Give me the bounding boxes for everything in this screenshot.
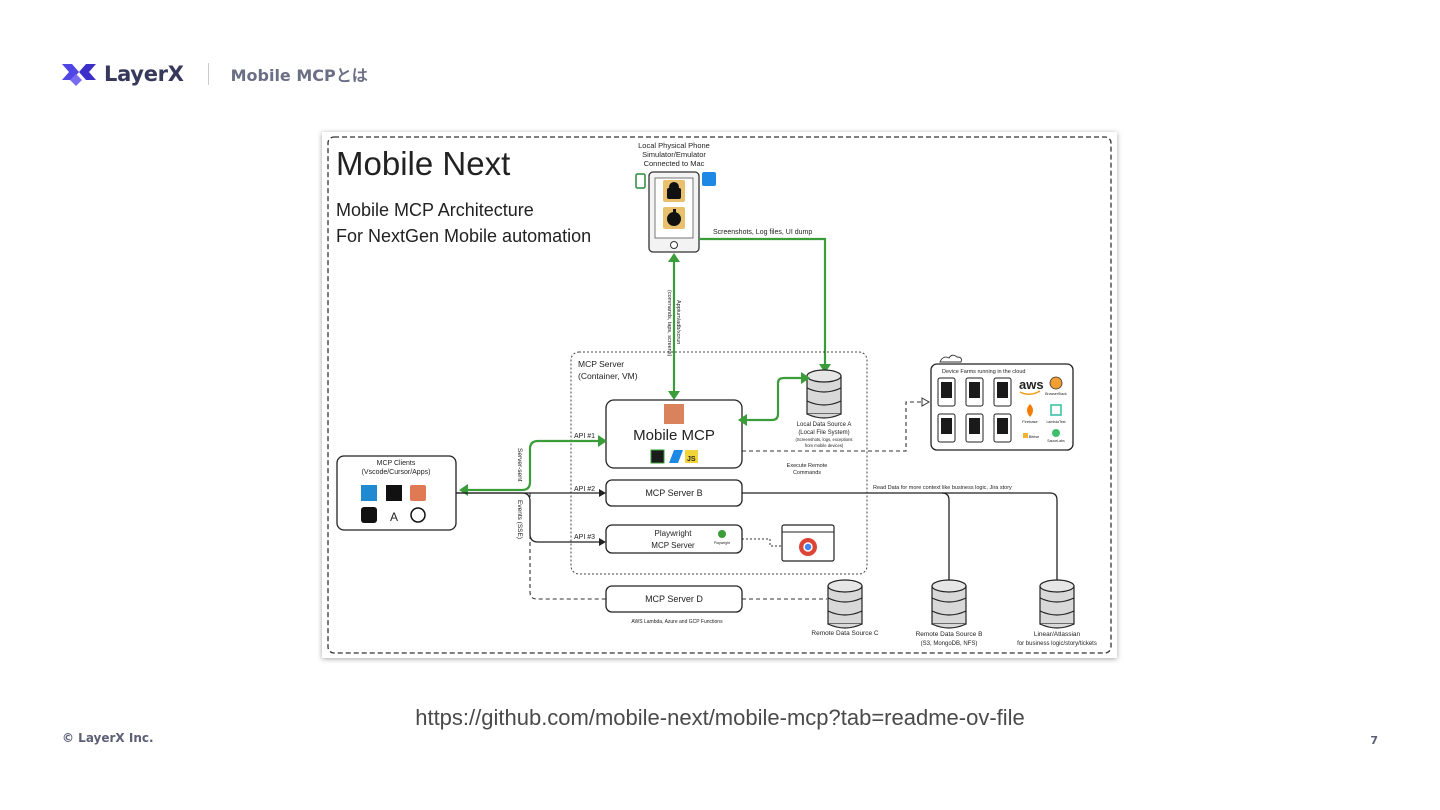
- execute-remote-label-1: Execute Remote: [787, 463, 828, 469]
- vertical-link-label-1: Appium/adb/xcrun: [675, 300, 681, 344]
- js-icon: [685, 450, 698, 463]
- remote-b-label-2: (S3, MongoDB, NFS): [921, 641, 978, 647]
- apple-icon: [663, 207, 685, 229]
- diagram-title: Mobile Next: [336, 145, 510, 182]
- mobile-mcp-logo-icon: [664, 404, 684, 424]
- diagram-subtitle-2: For NextGen Mobile automation: [336, 226, 591, 246]
- swift-icon: [669, 450, 683, 463]
- brand: LayerX Mobile MCPとは: [62, 60, 368, 88]
- local-ds-label-4: from mobile devices): [805, 443, 844, 448]
- header-divider: [207, 63, 209, 85]
- mcp-clients-label-2: (Vscode/Cursor/Apps): [362, 469, 431, 476]
- remote-b-label-1: Remote Data Source B: [916, 631, 983, 638]
- mobile-mcp-box: [605, 399, 743, 469]
- aws-logo: aws: [1019, 377, 1044, 392]
- copyright: © LayerX Inc.: [62, 731, 154, 745]
- mcp-server-d-label: MCP Server D: [645, 594, 703, 604]
- diagram-subtitle-1: Mobile MCP Architecture: [336, 200, 534, 220]
- remote-database-b-icon: [931, 579, 967, 629]
- device-farm-screens-icon: [941, 382, 1008, 434]
- local-ds-label-3: (Screenshots, logs, exceptions: [795, 437, 852, 442]
- bitrise-label: Bitrise: [1029, 435, 1040, 439]
- app-store-icon: A: [390, 510, 398, 524]
- lambdatest-icon: [1050, 404, 1062, 416]
- vertical-link-label-2: (commands, taps, screens): [666, 290, 672, 356]
- layerx-logo-icon: [62, 64, 96, 86]
- js-badge: JS: [687, 456, 696, 463]
- local-ds-label-1: Local Data Source A: [797, 422, 852, 428]
- aws-lambda-label: AWS Lambda, Azure and GCP Functions: [631, 619, 723, 625]
- linear-label-1: Linear/Atlassian: [1034, 631, 1081, 638]
- claude-icon: [410, 485, 426, 501]
- saucelabs-icon: [1052, 429, 1060, 437]
- remote-database-c-icon: [827, 579, 863, 629]
- firebase-icon: [1027, 404, 1033, 417]
- mobile-mcp-label: Mobile MCP: [633, 427, 715, 444]
- events-sse-label: Events (SSE): [516, 500, 523, 539]
- linear-label-2: for business logic/story/tickets: [1017, 641, 1097, 647]
- server-sent-label: Server-sent: [516, 448, 523, 482]
- device-farm-label: Device Farms running in the cloud: [942, 369, 1025, 375]
- simulator-icon: [702, 172, 716, 186]
- mcp-server-group-label-2: (Container, VM): [578, 371, 638, 381]
- screenshots-label: Screenshots, Log files, UI dump: [713, 229, 812, 236]
- playwright-logo-icon: [718, 530, 726, 538]
- vscode-icon: [361, 485, 377, 501]
- saucelabs-label: SauceLabs: [1047, 439, 1065, 443]
- read-data-label: Read Data for more context like business…: [873, 485, 1012, 491]
- mcp-server-group-label-1: MCP Server: [578, 359, 624, 369]
- browserstack-label: BrowserStack: [1045, 392, 1067, 396]
- api2-label: API #2: [574, 486, 595, 493]
- cursor-icon: [361, 507, 377, 523]
- brand-name: LayerX: [104, 62, 184, 86]
- phone-label-1: Local Physical Phone: [638, 141, 710, 150]
- architecture-diagram: Mobile Next Mobile MCP Architecture For …: [322, 132, 1117, 658]
- terminal-icon: [650, 449, 665, 464]
- playwright-label-2: MCP Server: [651, 541, 695, 550]
- cloud-icon: [939, 354, 962, 363]
- openai-icon: [410, 507, 426, 523]
- lambdatest-label: LambdaTest: [1046, 420, 1065, 424]
- remote-c-label: Remote Data Source C: [811, 630, 879, 637]
- bitrise-icon: [1023, 433, 1028, 438]
- execute-remote-label-2: Commands: [793, 470, 821, 476]
- outer-border: [327, 136, 1112, 654]
- playwright-label-1: Playwright: [655, 529, 693, 538]
- phone-label-3: Connected to Mac: [644, 159, 705, 168]
- phone-label-2: Simulator/Emulator: [642, 150, 706, 159]
- browserstack-icon: [1049, 376, 1063, 390]
- page-number: 7: [1370, 734, 1378, 747]
- jetbrains-icon: [386, 485, 402, 501]
- architecture-diagram-svg: Mobile Next Mobile MCP Architecture For …: [327, 136, 1112, 654]
- linear-database-icon: [1039, 579, 1075, 629]
- playwright-logo-label: Playwright: [714, 541, 730, 545]
- api3-label: API #3: [574, 534, 595, 541]
- mcp-clients-label-1: MCP Clients: [377, 460, 416, 467]
- small-phone-icon: [635, 173, 646, 189]
- mcp-server-b-label: MCP Server B: [645, 488, 702, 498]
- local-ds-label-2: (Local File System): [798, 430, 849, 436]
- mcp-server-group: [570, 351, 868, 575]
- page-title: Mobile MCPとは: [230, 66, 368, 85]
- firebase-label: Firebase: [1022, 419, 1038, 424]
- local-database-icon: [806, 369, 842, 419]
- source-url[interactable]: https://github.com/mobile-next/mobile-mc…: [415, 705, 1025, 730]
- api1-label: API #1: [574, 433, 595, 440]
- android-icon: [663, 180, 685, 202]
